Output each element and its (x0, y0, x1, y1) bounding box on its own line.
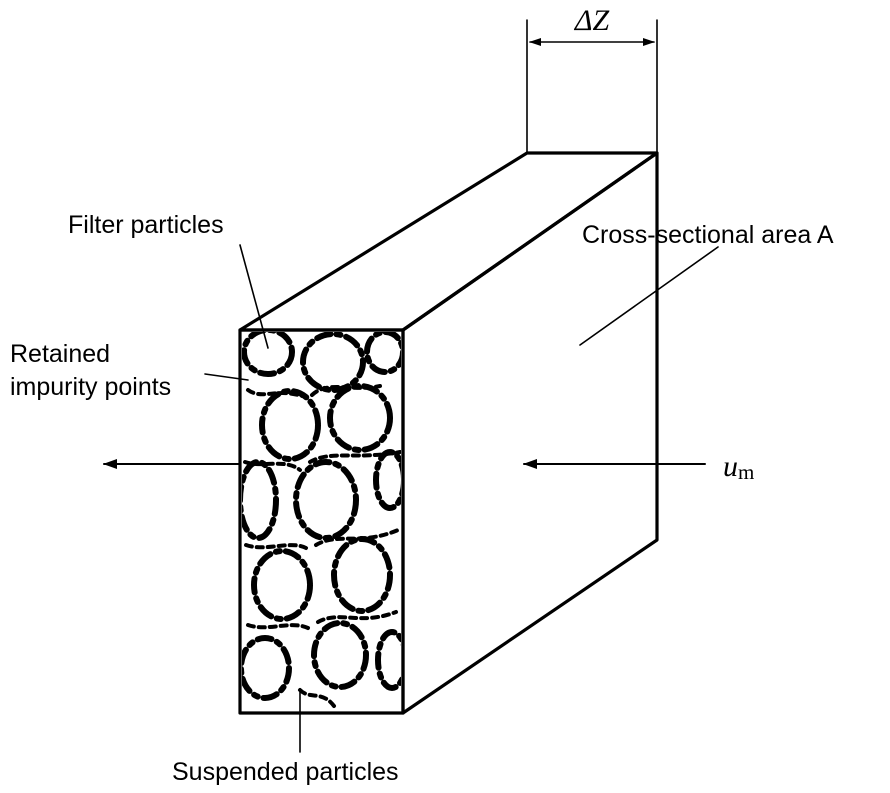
filter-particles-label: Filter particles (68, 211, 224, 239)
delta-z-label: ΔZ (574, 4, 610, 37)
filter-grain (242, 332, 295, 377)
filter-front-face (238, 328, 405, 715)
retained-impurity-label-line1: Retained (10, 340, 110, 368)
filter-grain (327, 383, 393, 453)
filter-grain (311, 620, 369, 690)
velocity-label: um (723, 450, 754, 484)
velocity-symbol: u (723, 450, 738, 483)
filter-grain (251, 548, 313, 622)
filter-grain (242, 635, 292, 701)
velocity-subscript: m (738, 460, 754, 484)
filter-grain (364, 332, 401, 375)
delta-z-dimension: ΔZ (526, 4, 658, 154)
filter-grain (242, 459, 279, 541)
filter-grain (375, 629, 401, 691)
filter-grain (293, 459, 359, 541)
flow-arrows: um (103, 450, 754, 484)
filter-grain (300, 332, 366, 393)
leader-lines (204, 244, 719, 753)
labels: Filter particles Cross-sectional area A … (10, 211, 834, 786)
retained-impurity-label-line2: impurity points (10, 373, 171, 401)
suspended-particles-label: Suspended particles (172, 758, 399, 786)
filter-grain (331, 536, 393, 614)
filter-grain (259, 388, 321, 462)
filter-grain (373, 449, 401, 511)
porous-medium-texture (242, 332, 401, 708)
cross-section-label: Cross-sectional area A (582, 221, 834, 249)
